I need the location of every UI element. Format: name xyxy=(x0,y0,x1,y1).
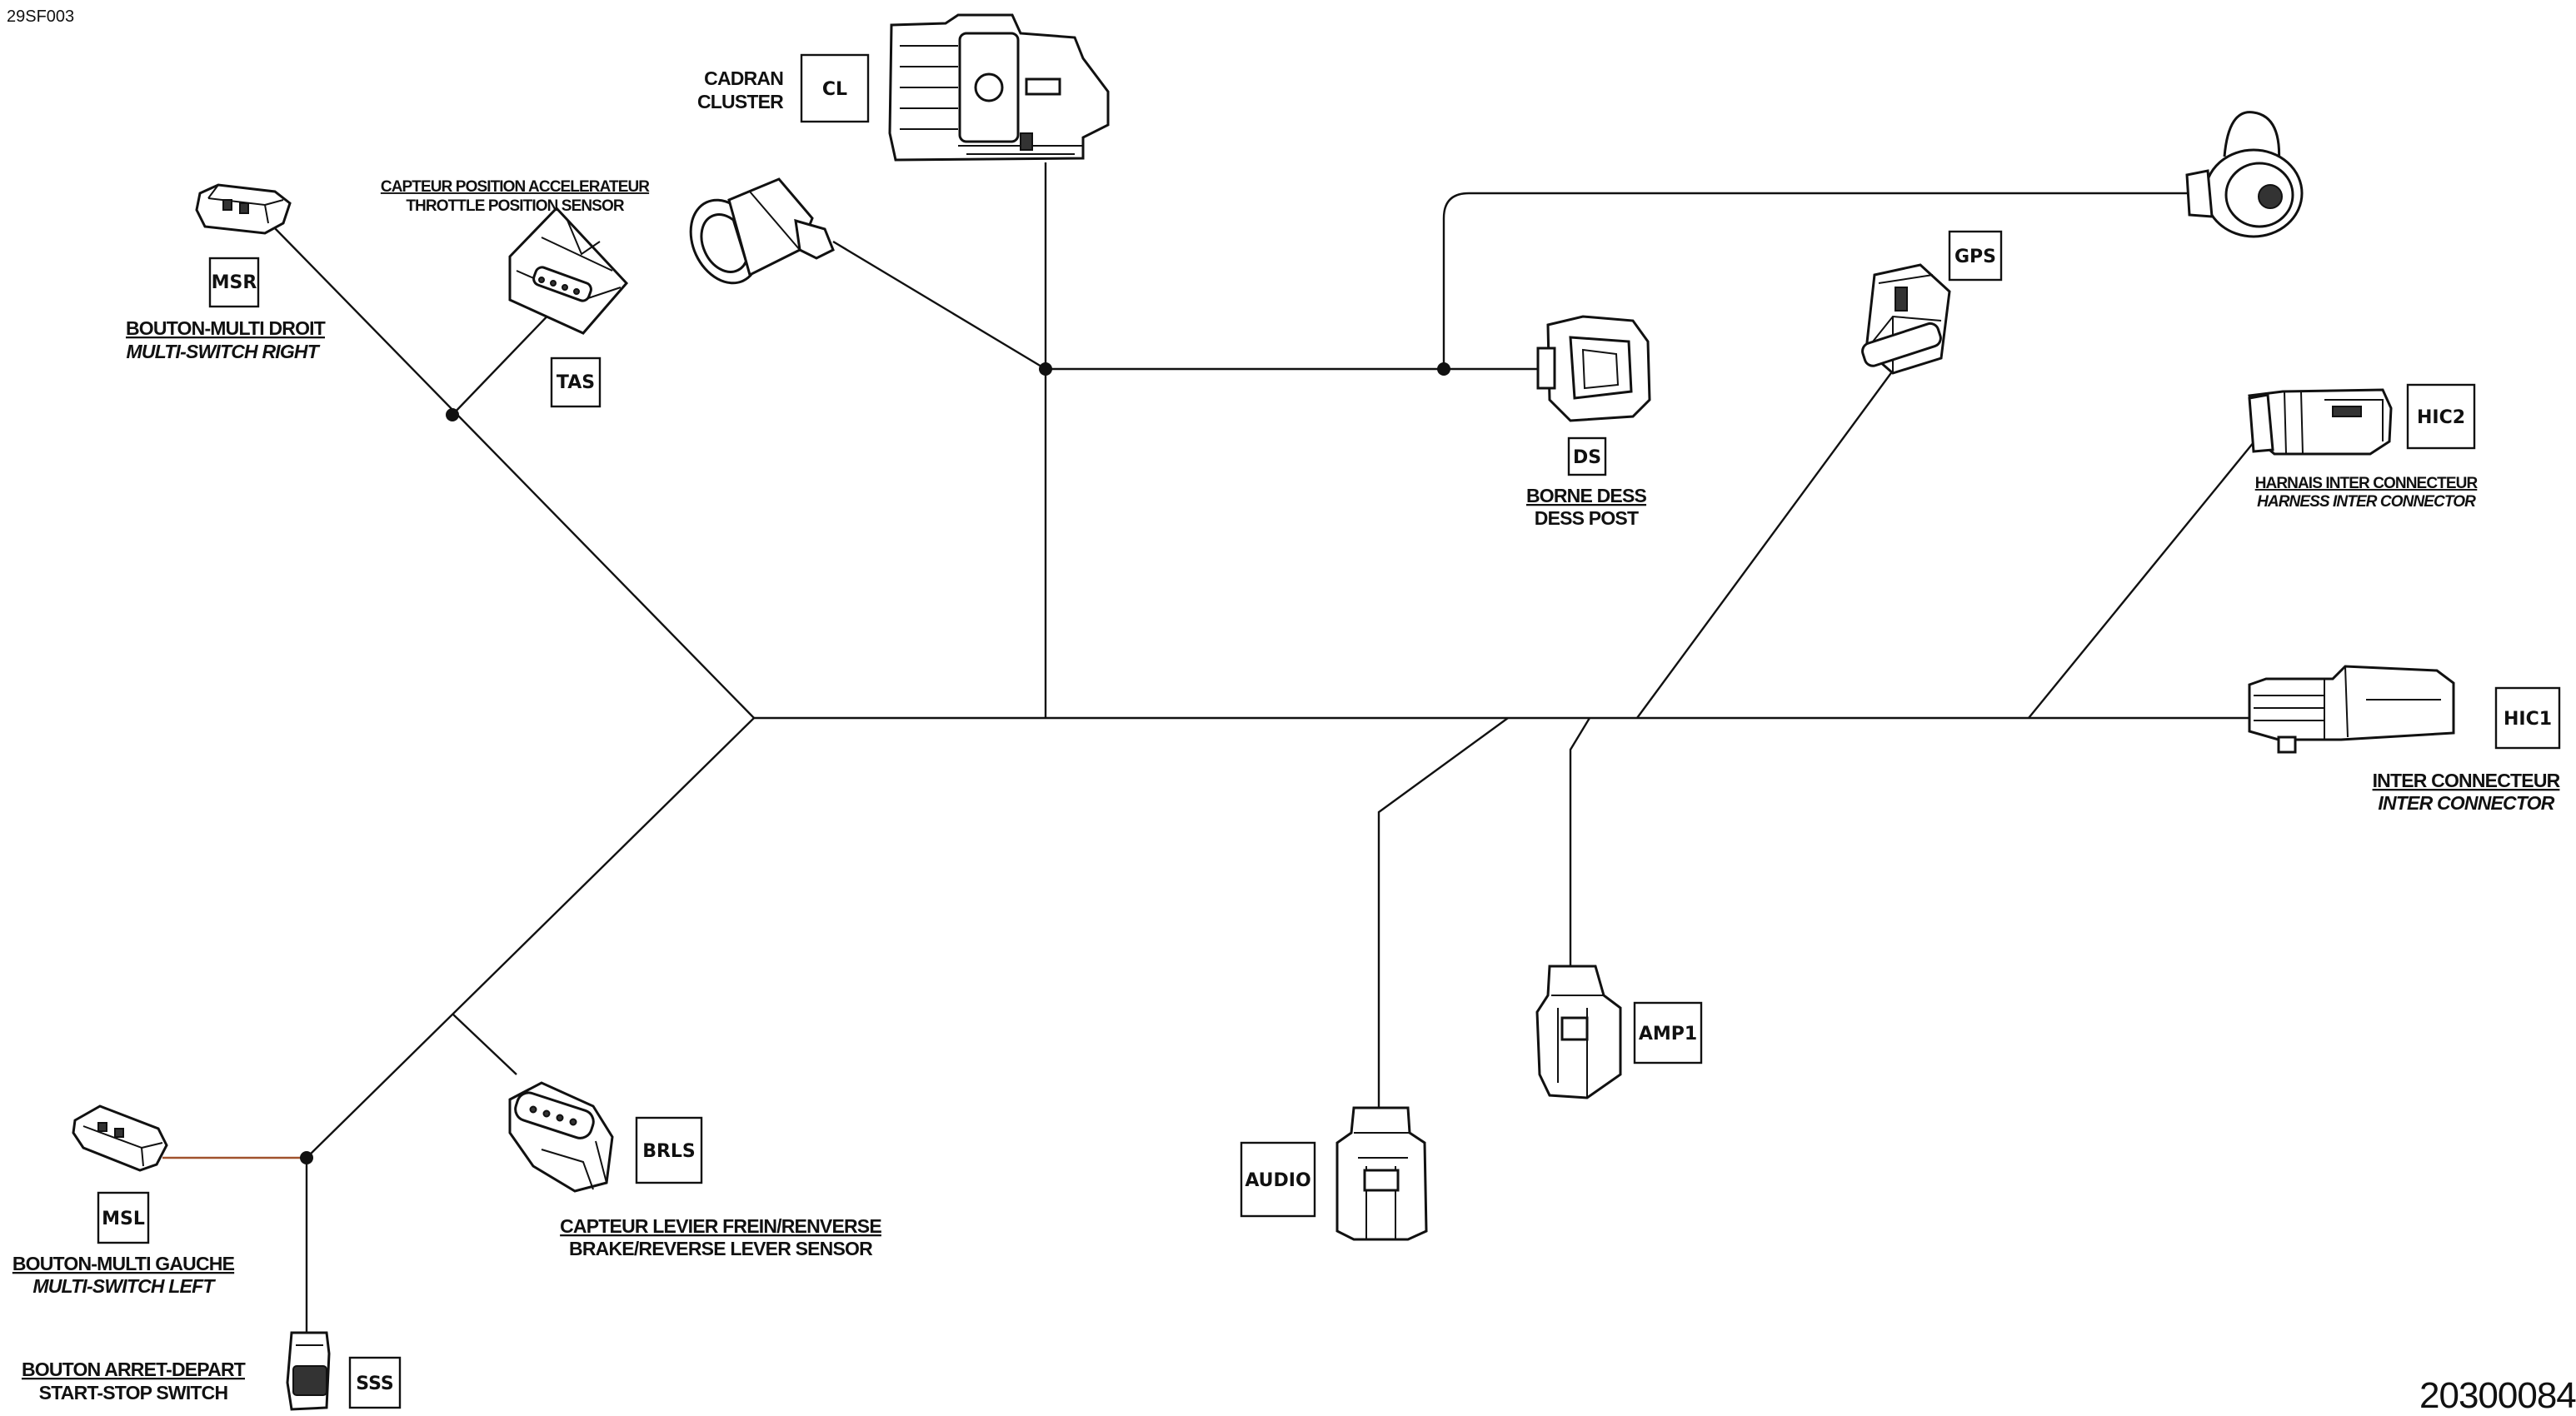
svg-text:MSL: MSL xyxy=(102,1209,145,1229)
gps-connector-icon xyxy=(1861,263,1951,375)
label-sss-fr: BOUTON ARRET-DEPART xyxy=(22,1359,246,1380)
svg-text:TAS: TAS xyxy=(557,372,595,393)
amp1-connector-icon xyxy=(1535,965,1622,1099)
label-msr-en: MULTI-SWITCH RIGHT xyxy=(127,341,321,362)
svg-text:MSR: MSR xyxy=(212,272,257,293)
msl-connector-icon xyxy=(72,1104,168,1172)
hic2-branch-wire xyxy=(2028,436,2259,719)
label-cl-fr: CADRAN xyxy=(704,67,783,89)
hic2-connector-icon xyxy=(2248,388,2393,456)
label-brls-fr: CAPTEUR LEVIER FREIN/RENVERSE xyxy=(560,1215,881,1237)
connector-code-gps: GPS xyxy=(1948,230,2003,282)
brls-connector-icon xyxy=(508,1081,614,1193)
connector-code-msr: MSR xyxy=(208,257,260,308)
diagram-reference: 29SF003 xyxy=(7,7,74,26)
connector-code-brls: BRLS xyxy=(635,1116,703,1184)
junction-node xyxy=(300,1151,313,1164)
label-msl-fr: BOUTON-MULTI GAUCHE xyxy=(12,1253,235,1274)
connector-code-tas: TAS xyxy=(550,356,602,408)
label-sss-en: START-STOP SWITCH xyxy=(39,1382,228,1404)
connector-code-ds: DS xyxy=(1567,436,1607,476)
label-tas-en: THROTTLE POSITION SENSOR xyxy=(406,197,624,215)
lower-left-branch-wire xyxy=(306,717,755,1159)
audio-connector-icon xyxy=(1335,1106,1428,1241)
cap-connector-wire xyxy=(1442,192,2187,369)
connector-code-cl: CL xyxy=(800,53,870,123)
connector-code-hic1: HIC1 xyxy=(2494,686,2561,750)
label-msl-en: MULTI-SWITCH LEFT xyxy=(32,1275,216,1297)
junction-node xyxy=(446,408,459,421)
tas-connector-icon xyxy=(508,206,629,335)
label-brls-en: BRAKE/REVERSE LEVER SENSOR xyxy=(569,1238,873,1259)
part-number: 203000847 xyxy=(2419,1375,2576,1416)
svg-text:AMP1: AMP1 xyxy=(1639,1024,1697,1045)
svg-text:DS: DS xyxy=(1573,447,1601,468)
connector-code-hic2: HIC2 xyxy=(2406,383,2476,450)
label-cl-en: CLUSTER xyxy=(697,91,784,112)
label-hic1-en: INTER CONNECTOR xyxy=(2378,792,2554,814)
amp1-branch-wire xyxy=(1569,717,1591,966)
svg-text:AUDIO: AUDIO xyxy=(1245,1170,1310,1191)
hic1-connector-icon xyxy=(2248,665,2455,754)
cap-connector-icon xyxy=(2185,111,2304,238)
junction-node xyxy=(1039,362,1052,376)
sss-connector-icon xyxy=(286,1331,331,1411)
cluster-connector-icon xyxy=(888,13,1110,162)
connector-code-msl: MSL xyxy=(97,1191,150,1244)
svg-text:GPS: GPS xyxy=(1954,247,1996,267)
harness-wires xyxy=(162,162,2266,1333)
label-hic2-en: HARNESS INTER CONNECTOR xyxy=(2257,493,2476,511)
ds-connector-icon xyxy=(1536,315,1651,422)
svg-text:HIC1: HIC1 xyxy=(2504,709,2552,730)
junction-nodes xyxy=(300,362,1450,1164)
audio-branch-wire xyxy=(1377,717,1509,1108)
elbow-connector-icon xyxy=(689,177,835,285)
svg-text:SSS: SSS xyxy=(356,1374,394,1394)
elbow-connector-wire xyxy=(832,240,1046,371)
connector-code-sss: SSS xyxy=(348,1356,402,1409)
label-hic2-fr: HARNAIS INTER CONNECTEUR xyxy=(2255,475,2479,492)
msr-branch-wire xyxy=(272,226,755,719)
gps-branch-wire xyxy=(1636,370,1894,719)
svg-text:CL: CL xyxy=(822,79,847,100)
label-ds-en: DESS POST xyxy=(1535,507,1639,529)
connector-code-audio: AUDIO xyxy=(1240,1141,1316,1218)
label-ds-fr: BORNE DESS xyxy=(1526,485,1647,506)
label-msr-fr: BOUTON-MULTI DROIT xyxy=(126,317,326,339)
msr-connector-icon xyxy=(195,183,292,235)
label-tas-fr: CAPTEUR POSITION ACCELERATEUR xyxy=(381,178,650,196)
junction-node xyxy=(1437,362,1450,376)
tas-branch-wire xyxy=(452,306,557,416)
svg-text:BRLS: BRLS xyxy=(642,1141,696,1162)
svg-text:HIC2: HIC2 xyxy=(2417,407,2465,428)
brls-branch-wire xyxy=(452,1014,517,1075)
label-hic1-fr: INTER CONNECTEUR xyxy=(2373,770,2561,791)
connector-code-amp1: AMP1 xyxy=(1633,1001,1703,1064)
